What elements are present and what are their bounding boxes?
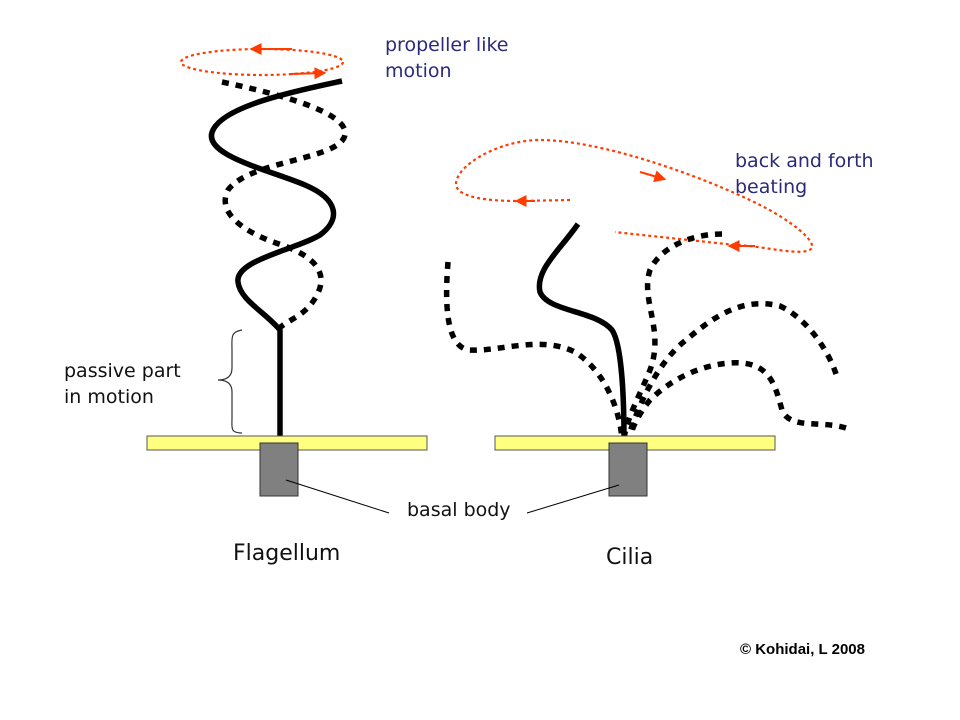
cilia-phase-3 — [625, 300, 839, 439]
propeller-arrow-right — [289, 67, 327, 80]
flagellum-group — [146, 43, 428, 514]
copyright-credit: © Kohidai, L 2008 — [740, 641, 865, 658]
passive-part-label: passive part in motion — [64, 360, 181, 408]
cilia-dotted-phases — [443, 231, 847, 439]
basal-body-label: basal body — [407, 499, 511, 521]
propeller-motion-ellipse — [179, 47, 345, 77]
flagellum-dotted-phase — [221, 79, 348, 332]
back-forth-beating-label: back and forth beating — [735, 150, 874, 198]
cilia-loop-arrow-right — [639, 170, 667, 183]
cilia-motion-loop — [454, 138, 814, 253]
passive-part-brace — [217, 329, 243, 434]
flagellum-solid-beat — [208, 78, 343, 443]
flagellum-basal-body — [259, 442, 299, 497]
cilia-solid-stroke — [536, 222, 627, 441]
cilia-group — [443, 138, 847, 514]
cilia-title: Cilia — [606, 545, 654, 570]
basal-body-pointer-left — [285, 479, 390, 514]
flagellum-title: Flagellum — [233, 541, 341, 566]
cilia-phase-4 — [627, 360, 847, 439]
cilia-phase-2 — [621, 231, 723, 439]
cilia-phase-1 — [443, 261, 625, 439]
propeller-motion-label: propeller like motion — [385, 34, 509, 82]
basal-body-pointer-right — [526, 484, 620, 514]
cilia-basal-body — [608, 442, 648, 497]
